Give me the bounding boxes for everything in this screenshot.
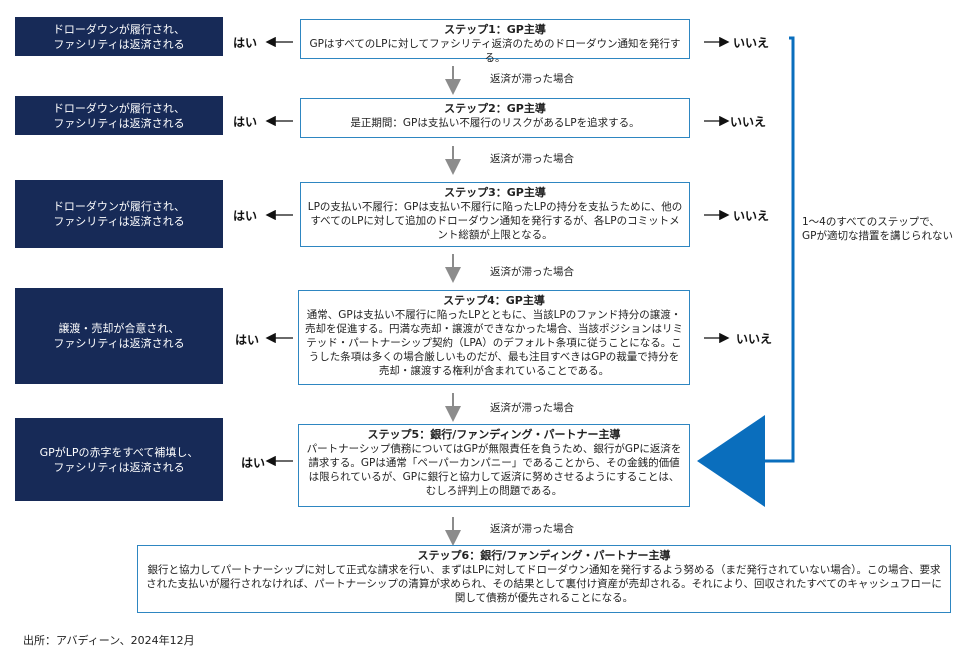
- yes-label-5: はい: [241, 456, 266, 470]
- step-title: ステップ2：GP主導: [444, 102, 546, 115]
- step-body: パートナーシップ債務についてはGPが無限責任を負うため、銀行がGPに返済を請求す…: [306, 443, 682, 497]
- step-body: LPの支払い不履行：GPは支払い不履行に陥ったLPの持分を支払うために、他のすべ…: [307, 201, 683, 241]
- source-note: 出所：アバディーン、2024年12月: [23, 634, 195, 647]
- step-box-3: ステップ3：GP主導 LPの支払い不履行：GPは支払い不履行に陥ったLPの持分を…: [300, 182, 690, 247]
- outcome-box-4: 譲渡・売却が合意され、 ファシリティは返済される: [15, 288, 223, 384]
- side-bracket: [760, 36, 795, 463]
- step-title: ステップ6：銀行/ファンディング・パートナー主導: [417, 549, 671, 562]
- step-body: 是正期間：GPは支払い不履行のリスクがあるLPを追求する。: [350, 117, 640, 129]
- outcome-box-2: ドローダウンが履行され、 ファシリティは返済される: [15, 96, 223, 135]
- condition-label-2: 返済が滞った場合: [490, 153, 574, 165]
- step-box-4: ステップ4：GP主導 通常、GPは支払い不履行に陥ったLPとともに、当該LPのフ…: [298, 290, 690, 385]
- condition-label-4: 返済が滞った場合: [490, 402, 574, 414]
- condition-label-1: 返済が滞った場合: [490, 73, 574, 85]
- step-body: 銀行と協力してパートナーシップに対して正式な請求を行い、まずはLPに対してドロー…: [146, 564, 942, 604]
- no-label-1: いいえ: [733, 36, 770, 50]
- step-box-1: ステップ1：GP主導 GPはすべてのLPに対してファシリティ返済のためのドローダ…: [300, 19, 690, 64]
- step-box-5: ステップ5：銀行/ファンディング・パートナー主導 パートナーシップ債務については…: [298, 424, 690, 507]
- yes-label-4: はい: [235, 333, 260, 347]
- outcome-box-3: ドローダウンが履行され、 ファシリティは返済される: [15, 180, 223, 248]
- big-triangle-arrow: [697, 415, 765, 507]
- step-title: ステップ1：GP主導: [444, 23, 546, 36]
- yes-label-3: はい: [233, 209, 258, 223]
- step-body: 通常、GPは支払い不履行に陥ったLPとともに、当該LPのファンド持分の譲渡・売却…: [305, 309, 683, 377]
- step-body: GPはすべてのLPに対してファシリティ返済のためのドローダウン通知を発行する。: [309, 38, 681, 64]
- step-box-2: ステップ2：GP主導 是正期間：GPは支払い不履行のリスクがあるLPを追求する。: [300, 98, 690, 138]
- no-label-4: いいえ: [736, 332, 773, 346]
- step-title: ステップ3：GP主導: [444, 186, 546, 199]
- yes-label-2: はい: [233, 115, 258, 129]
- step-box-6: ステップ6：銀行/ファンディング・パートナー主導 銀行と協力してパートナーシップ…: [137, 545, 951, 613]
- condition-label-5: 返済が滞った場合: [490, 523, 574, 535]
- outcome-box-5: GPがLPの赤字をすべて補填し、 ファシリティは返済される: [15, 418, 223, 501]
- condition-label-3: 返済が滞った場合: [490, 266, 574, 278]
- yes-label-1: はい: [233, 36, 258, 50]
- no-label-3: いいえ: [733, 209, 770, 223]
- step-title: ステップ5：銀行/ファンディング・パートナー主導: [367, 428, 621, 441]
- outcome-box-1: ドローダウンが履行され、 ファシリティは返済される: [15, 17, 223, 56]
- step-title: ステップ4：GP主導: [443, 294, 545, 307]
- side-note: 1～4のすべてのステップで、 GPが適切な措置を講じられない: [802, 216, 953, 242]
- no-label-2: いいえ: [730, 115, 767, 129]
